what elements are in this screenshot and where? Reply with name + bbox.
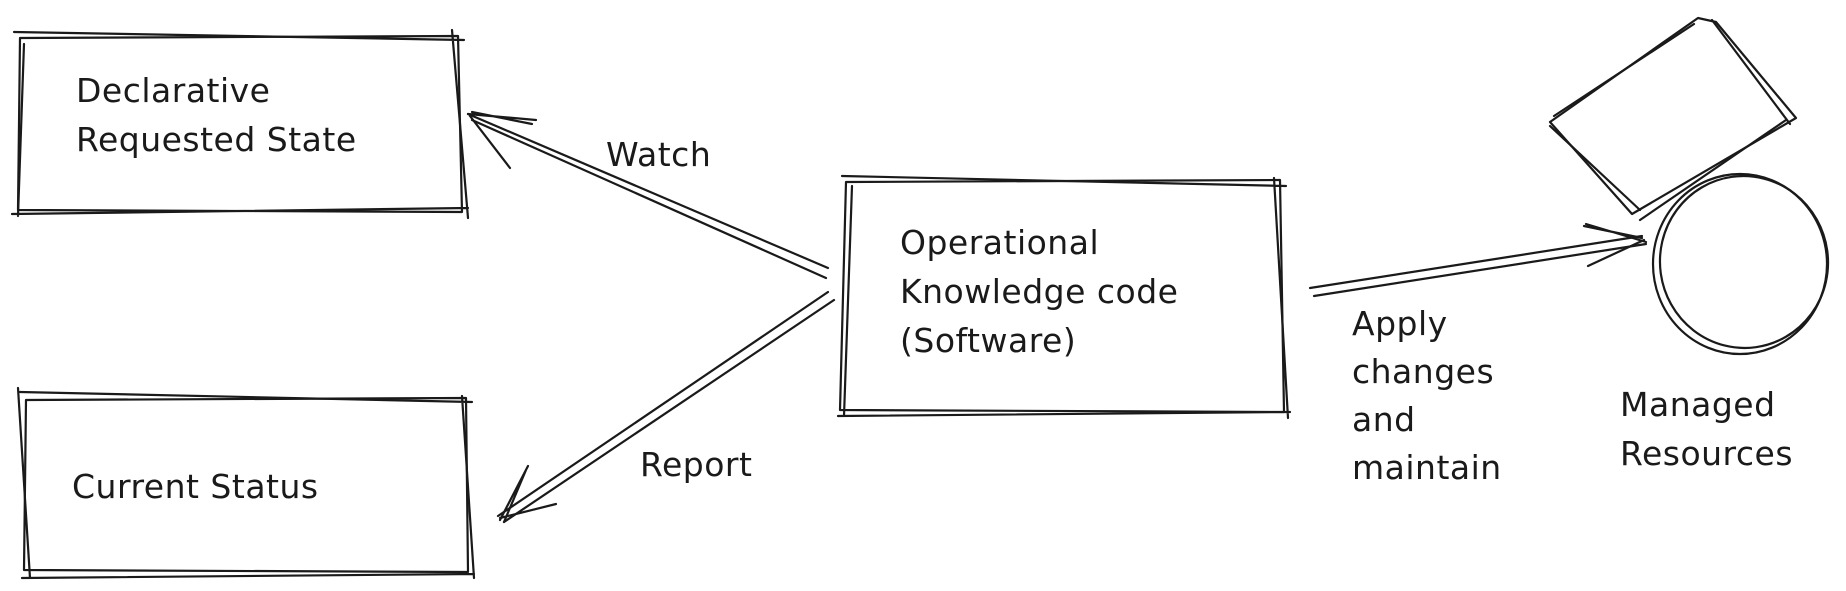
circle-shape [1651, 172, 1830, 356]
current-status-label: Current Status [72, 467, 319, 506]
operational-code-label: Operational Knowledge code (Software) [900, 223, 1179, 360]
apply-arrow [1308, 222, 1648, 298]
current-status-box [16, 386, 476, 580]
diamond-shape [1548, 16, 1798, 222]
report-label: Report [640, 445, 753, 484]
operational-code-box [836, 174, 1292, 420]
declarative-state-box [10, 28, 470, 220]
watch-arrow [466, 110, 830, 280]
declarative-state-label: Declarative Requested State [76, 71, 357, 159]
watch-label: Watch [606, 135, 712, 174]
report-arrow [496, 290, 836, 524]
apply-label: Apply changes and maintain [1352, 304, 1502, 487]
managed-resources-label: Managed Resources [1620, 385, 1794, 473]
